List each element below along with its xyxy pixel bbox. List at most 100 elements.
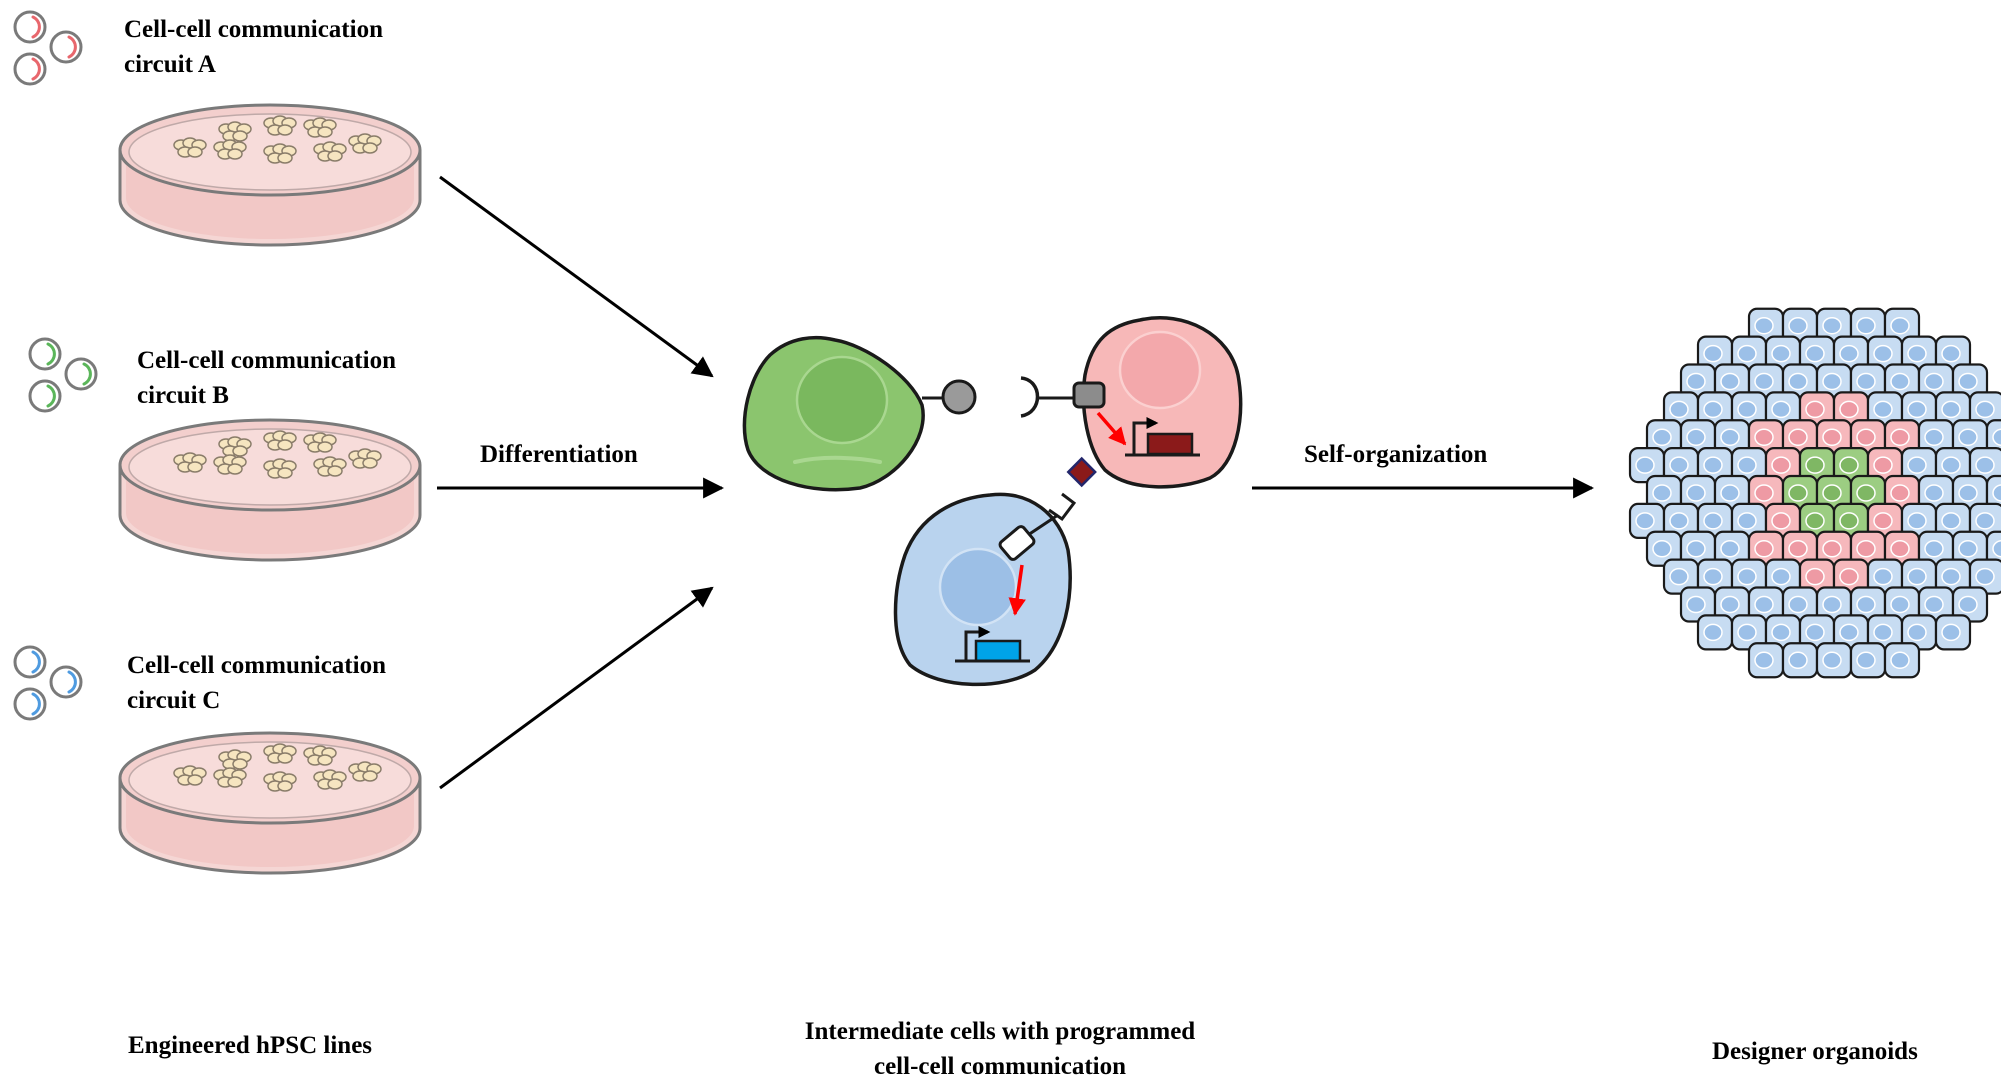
organoid-cell bbox=[1883, 474, 1921, 512]
cell-colony-icon bbox=[313, 141, 347, 162]
arrow-dish-a-to-cells bbox=[439, 175, 714, 378]
circuit-b-line2: circuit B bbox=[137, 382, 229, 409]
organoid-cell bbox=[1900, 447, 1938, 484]
cell-colony-icon bbox=[303, 432, 337, 453]
green-sender-cell bbox=[742, 335, 925, 492]
organoid-cell bbox=[1934, 558, 1972, 595]
organoid-cell bbox=[1985, 530, 2001, 567]
caption-engineered-hpsc-lines: Engineered hPSC lines bbox=[128, 1032, 373, 1059]
receptor-icon-pink bbox=[1020, 376, 1106, 418]
secreted-signal-icon bbox=[1066, 456, 1097, 488]
organoid-cell bbox=[1679, 419, 1717, 456]
organoid-cell bbox=[1900, 391, 1938, 428]
cell-colony-icon bbox=[303, 745, 337, 766]
organoid-cell bbox=[1900, 335, 1938, 372]
cell-colony-icon bbox=[173, 452, 207, 473]
plasmid-group-a bbox=[13, 10, 83, 86]
organoid-cell bbox=[1696, 558, 1734, 595]
caption-intermediate-line1: Intermediate cells with programmed bbox=[804, 1018, 1196, 1045]
organoid-cell bbox=[1713, 363, 1751, 400]
circuit-c-line1: Cell-cell communication bbox=[127, 652, 386, 679]
organoid-cell bbox=[1781, 586, 1819, 623]
organoid-cell bbox=[1730, 447, 1768, 484]
organoid-cell bbox=[1849, 642, 1887, 679]
designer-organoid bbox=[1628, 307, 2001, 679]
organoid-cell bbox=[1662, 391, 1700, 428]
cell-colony-icon bbox=[213, 767, 247, 788]
organoid-cell bbox=[1679, 363, 1717, 400]
circuit-a-label: Cell-cell communication circuit A bbox=[124, 12, 383, 82]
gene-icon-blue bbox=[955, 626, 1030, 663]
organoid-cell bbox=[1968, 502, 2001, 539]
plasmid-icon bbox=[13, 10, 47, 44]
plasmid-icon bbox=[49, 665, 83, 699]
organoid-cell bbox=[1679, 474, 1717, 512]
cell-colony-icon bbox=[218, 749, 252, 770]
organoid-cell bbox=[1934, 335, 1972, 372]
cell-colony-icon bbox=[263, 771, 297, 792]
organoid-cell bbox=[1934, 447, 1972, 484]
plasmid-icon bbox=[28, 379, 62, 413]
plasmid-icon bbox=[13, 645, 47, 679]
self-organization-label: Self-organization bbox=[1304, 441, 1488, 468]
organoid-cell bbox=[1883, 642, 1921, 679]
caption-intermediate-line2: cell-cell communication bbox=[873, 1053, 1126, 1080]
culture-dish-c bbox=[118, 731, 422, 875]
organoid-cell bbox=[1934, 502, 1972, 539]
plasmid-icon bbox=[28, 337, 62, 371]
organoid-cell bbox=[1985, 474, 2001, 512]
cell-colony-icon bbox=[263, 743, 297, 764]
organoid-cell bbox=[1968, 558, 2001, 595]
cell-colony-icon bbox=[263, 430, 297, 451]
organoid-cell bbox=[1900, 614, 1938, 651]
organoid-cell bbox=[1815, 642, 1853, 679]
receptor-icon-blue bbox=[998, 492, 1077, 561]
organoid-cell bbox=[1968, 447, 2001, 484]
ligand-icon bbox=[922, 379, 977, 415]
cell-colony-icon bbox=[263, 143, 297, 164]
organoid-cell bbox=[1917, 586, 1955, 623]
cell-colony-icon bbox=[313, 456, 347, 477]
cell-colony-icon bbox=[173, 765, 207, 786]
cell-colony-icon bbox=[213, 139, 247, 160]
organoid-cell bbox=[1798, 502, 1836, 539]
culture-dish-b bbox=[118, 418, 422, 562]
circuit-a-line1: Cell-cell communication bbox=[124, 16, 383, 43]
organoid-cell bbox=[1951, 363, 1989, 400]
organoid-cell bbox=[1781, 419, 1819, 456]
plasmid-group-b bbox=[28, 337, 98, 413]
organoid-cell bbox=[1764, 447, 1802, 484]
circuit-c-label: Cell-cell communication circuit C bbox=[127, 648, 386, 718]
cell-colony-icon bbox=[348, 133, 382, 154]
organoid-cell bbox=[1832, 391, 1870, 428]
differentiation-label: Differentiation bbox=[480, 441, 638, 468]
cell-colony-icon bbox=[348, 761, 382, 782]
plasmid-icon bbox=[13, 52, 47, 86]
culture-dish-a bbox=[118, 103, 422, 247]
organoid-cell bbox=[1934, 391, 1972, 428]
cell-colony-icon bbox=[348, 448, 382, 469]
blue-cell-nucleus bbox=[938, 547, 1018, 627]
cell-colony-icon bbox=[263, 115, 297, 136]
organoid-cell bbox=[1985, 419, 2001, 456]
cell-colony-icon bbox=[303, 117, 337, 138]
signal-arrow-pink bbox=[1096, 411, 1127, 446]
cell-colony-icon bbox=[263, 458, 297, 479]
organoid-cell bbox=[1662, 502, 1700, 539]
arrow-dish-c-to-cells bbox=[439, 586, 714, 790]
signal-arrow-blue bbox=[1008, 564, 1026, 616]
cell-colony-icon bbox=[218, 436, 252, 457]
caption-intermediate-cells: Intermediate cells with programmed cell-… bbox=[750, 1014, 1250, 1084]
circuit-c-line2: circuit C bbox=[127, 687, 221, 714]
circuit-b-label: Cell-cell communication circuit B bbox=[137, 343, 396, 413]
organoid-cell bbox=[1798, 447, 1836, 484]
organoid-cell bbox=[1917, 419, 1955, 456]
organoid-cell bbox=[1934, 614, 1972, 651]
gene-icon-dark-red bbox=[1125, 417, 1200, 457]
plasmid-group-c bbox=[13, 645, 83, 721]
green-cell-nucleus bbox=[795, 355, 889, 445]
pink-receiver-cell bbox=[1081, 316, 1243, 489]
plasmid-icon bbox=[64, 357, 98, 391]
